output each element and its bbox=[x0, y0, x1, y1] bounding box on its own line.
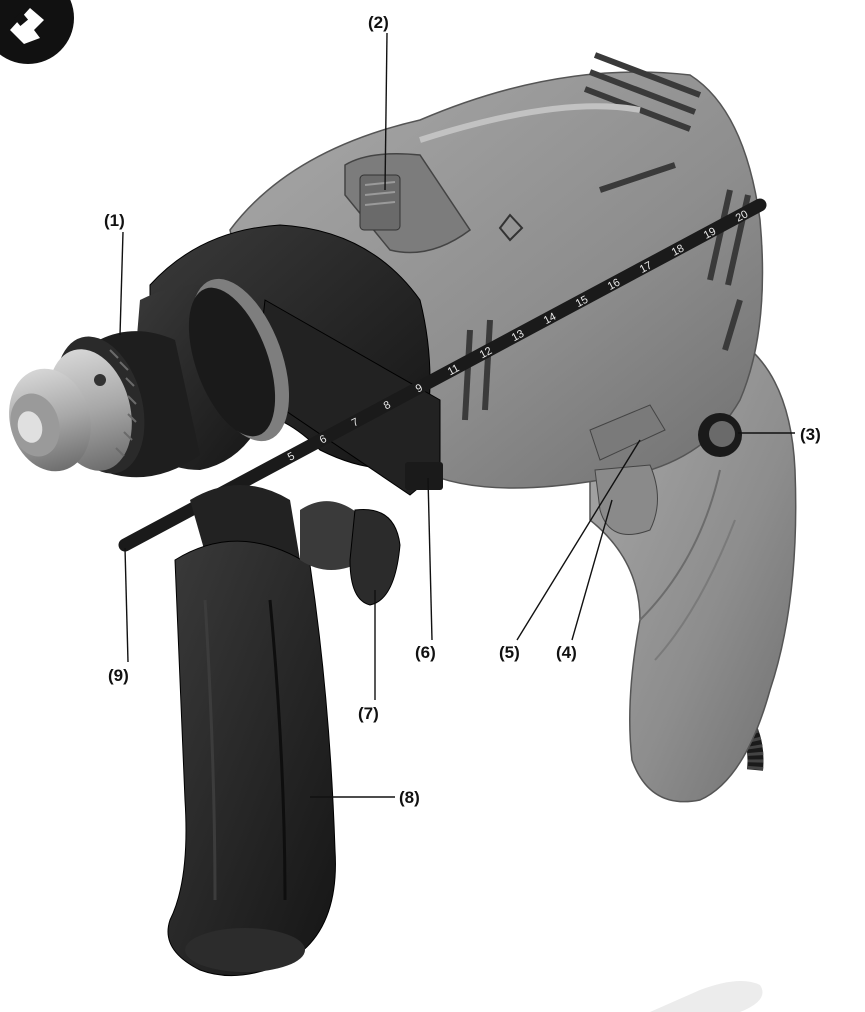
depth-stop-clamp bbox=[405, 462, 443, 490]
depth-scale-mark: 20 bbox=[734, 208, 750, 224]
depth-scale-mark: 5 bbox=[286, 450, 297, 463]
tool-manual-icon bbox=[0, 0, 74, 64]
callout-3: (3) bbox=[800, 425, 821, 444]
depth-scale-mark: 11 bbox=[446, 362, 462, 378]
callout-5: (5) bbox=[499, 643, 520, 662]
reflection bbox=[650, 981, 763, 1012]
depth-scale-mark: 18 bbox=[670, 242, 686, 258]
depth-scale-mark: 19 bbox=[702, 225, 718, 241]
callout-6: (6) bbox=[415, 643, 436, 662]
vents bbox=[462, 52, 751, 421]
callout-7: (7) bbox=[358, 704, 379, 723]
callout-1: (1) bbox=[104, 211, 125, 230]
depth-scale-mark: 12 bbox=[478, 345, 494, 361]
drill-chuck bbox=[9, 331, 200, 478]
lock-symbol-icon bbox=[498, 213, 524, 242]
rotation-selector bbox=[698, 413, 742, 457]
depth-scale-mark: 13 bbox=[510, 328, 526, 344]
depth-scale-mark: 8 bbox=[382, 399, 393, 412]
depth-scale-mark: 9 bbox=[414, 382, 425, 395]
handle-clamp-knob bbox=[300, 501, 401, 606]
depth-scale-mark: 17 bbox=[638, 259, 654, 275]
lock-on-button bbox=[589, 404, 666, 461]
depth-scale-mark: 6 bbox=[318, 433, 329, 446]
leader-lines bbox=[119, 32, 795, 798]
callout-8: (8) bbox=[399, 788, 420, 807]
depth-scale-mark: 14 bbox=[542, 311, 558, 327]
depth-scale-mark: 16 bbox=[606, 277, 622, 293]
auxiliary-handle bbox=[167, 485, 336, 977]
depth-scale-mark: 15 bbox=[574, 294, 590, 310]
callout-4: (4) bbox=[556, 643, 577, 662]
callout-9: (9) bbox=[108, 666, 129, 685]
depth-scale-mark: 7 bbox=[350, 416, 361, 429]
callout-2: (2) bbox=[368, 13, 389, 32]
hammer-selector-switch bbox=[344, 153, 472, 254]
depth-scale: 5 6 7 8 9 11 12 13 14 15 16 17 18 19 20 bbox=[286, 208, 750, 463]
